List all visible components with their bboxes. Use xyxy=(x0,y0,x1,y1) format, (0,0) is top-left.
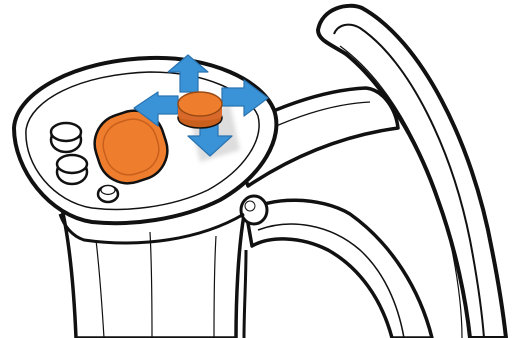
side-grip xyxy=(244,200,432,338)
thumbstick-icon[interactable] xyxy=(178,92,222,128)
face-button-top-icon[interactable] xyxy=(51,123,81,152)
menu-button-icon[interactable] xyxy=(98,186,118,203)
side-button-icon[interactable] xyxy=(241,196,267,224)
face-button-bottom-icon[interactable] xyxy=(57,155,87,184)
